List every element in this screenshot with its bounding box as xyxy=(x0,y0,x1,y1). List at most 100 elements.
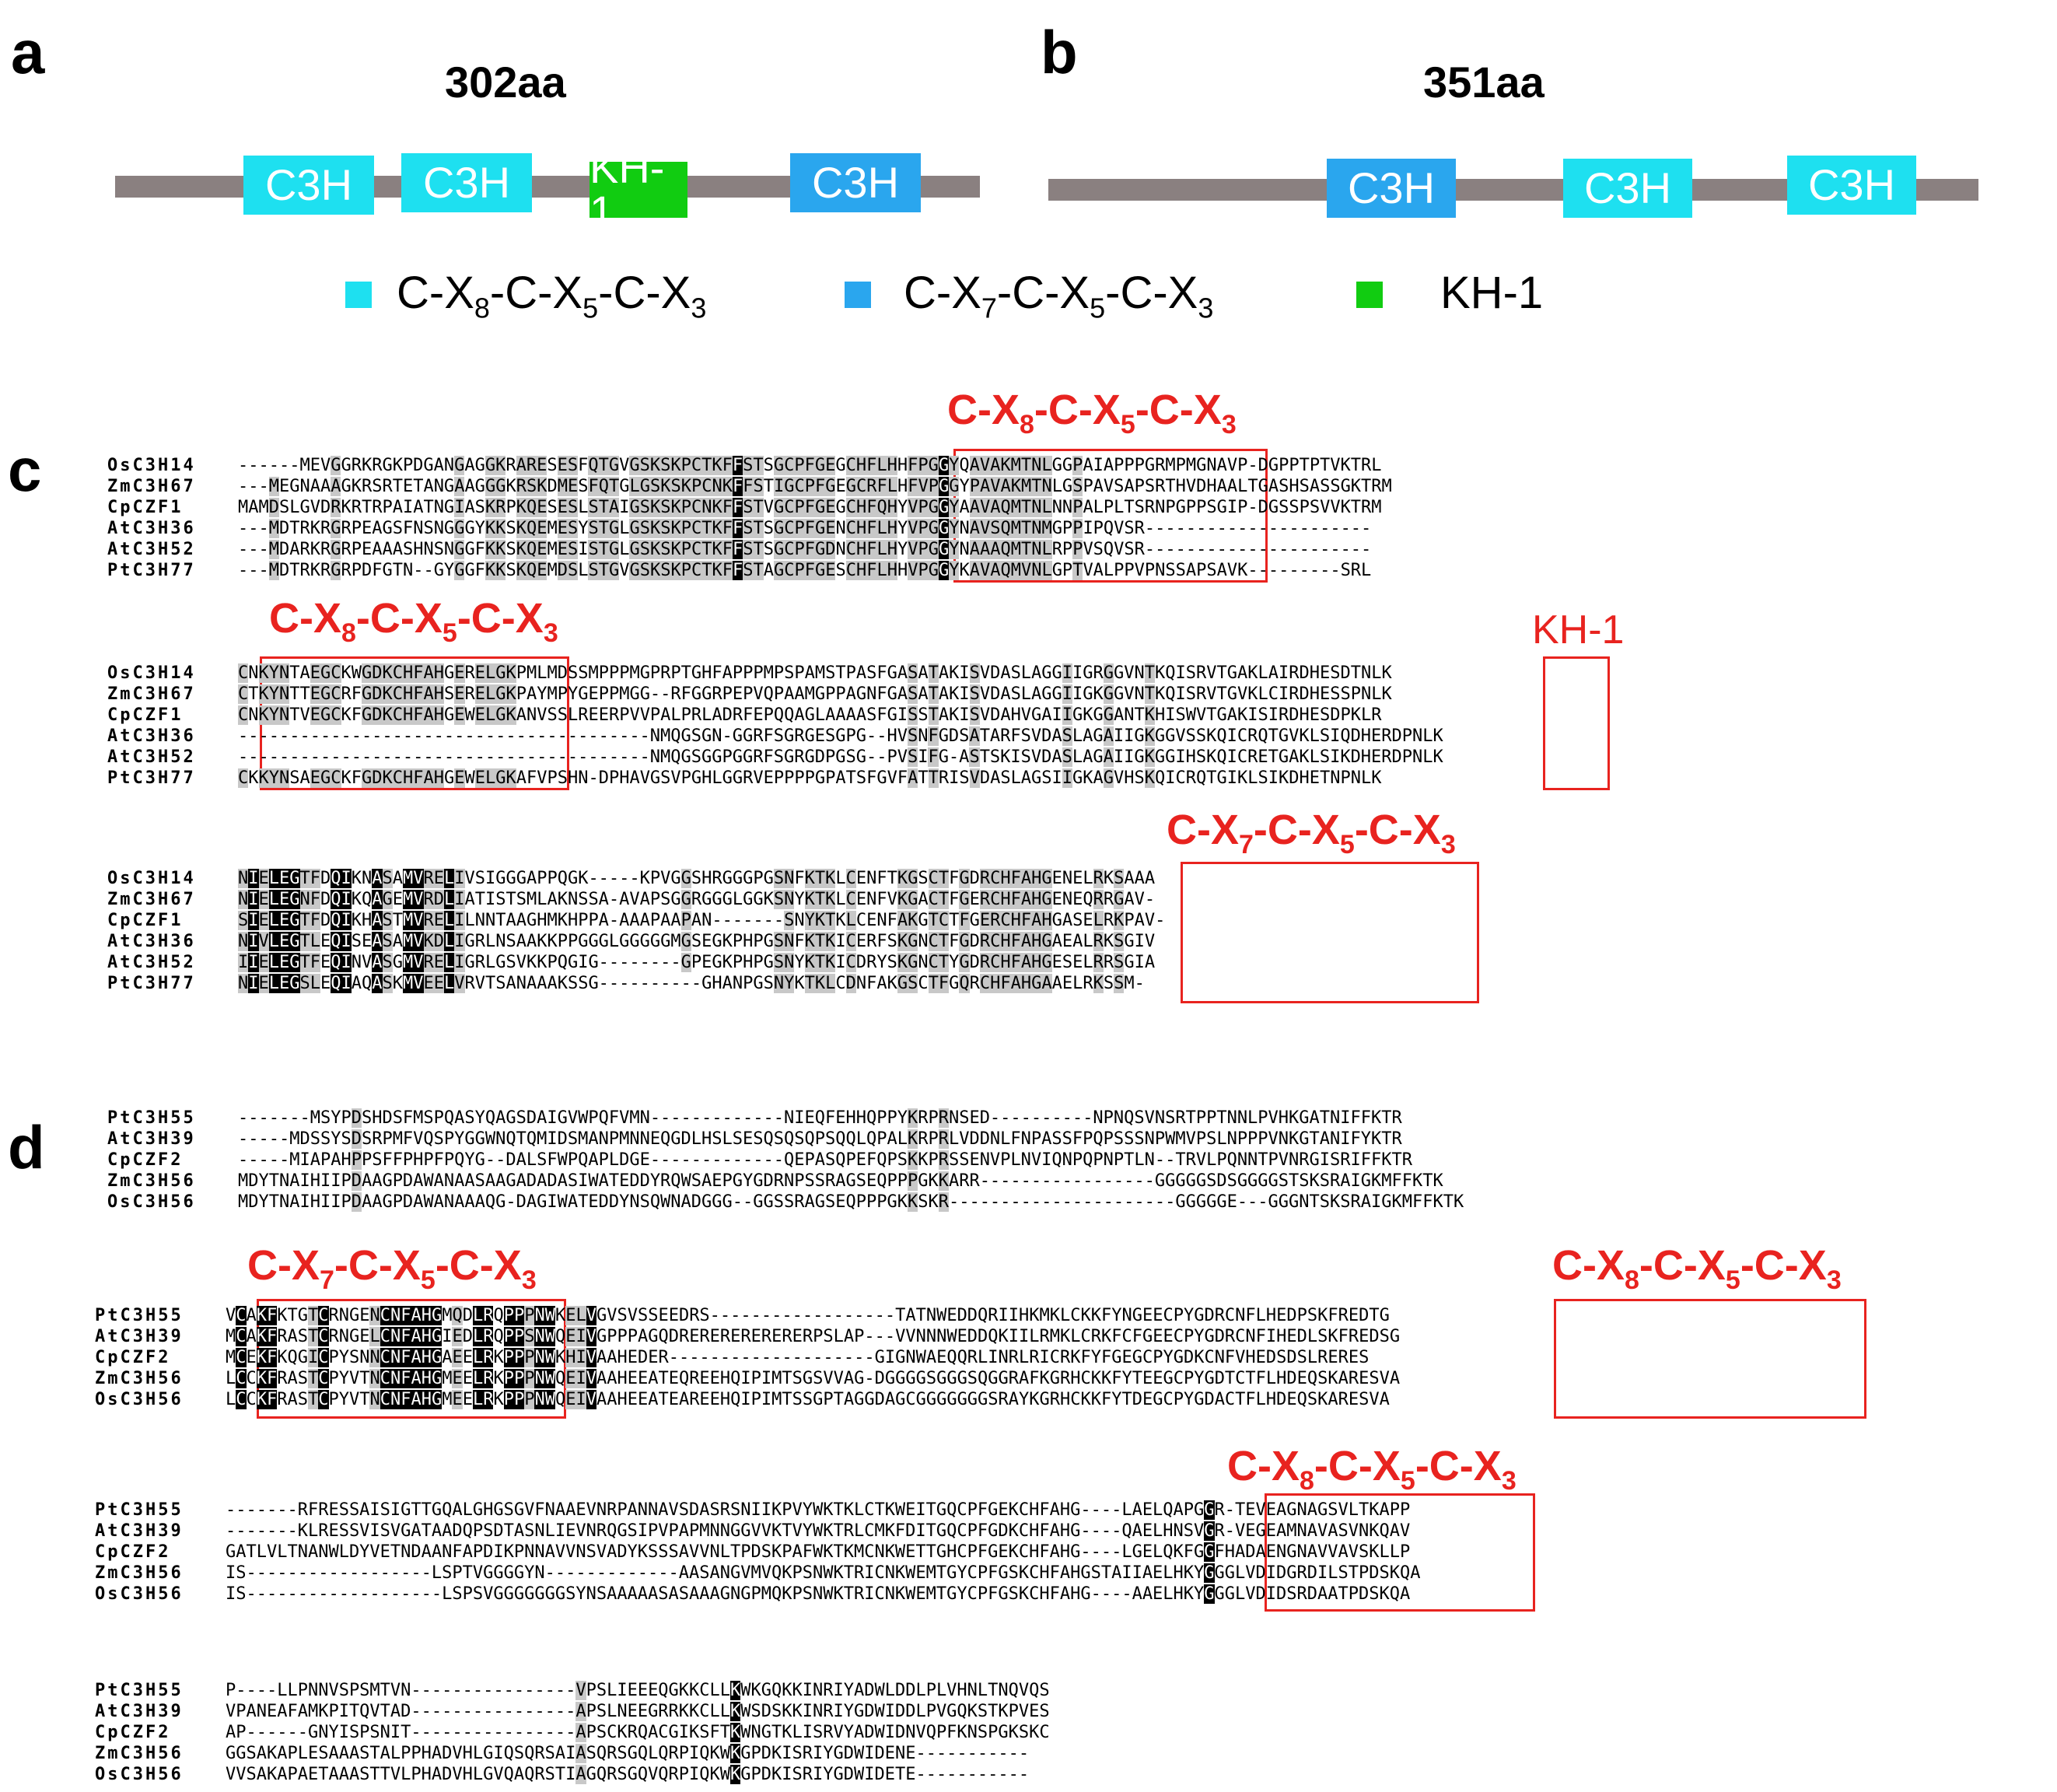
sequence-residues: -------MSYPDSHDSFMSPQASYQAGSDAIGVWPQFVMN… xyxy=(238,1108,1402,1128)
panel-label-c: c xyxy=(8,436,42,504)
alignment-row: OsC3H56 LCCKFRASTCPYVTNCNFAHGMEELRKPPPNWQ… xyxy=(95,1389,1400,1410)
sequence-residues: VCAKFKTGTCRNGENCNFAHGMQDLRQPPPNWKELVGVSV… xyxy=(226,1306,1390,1325)
sequence-name: AtC3H52 xyxy=(107,747,196,767)
sequence-name: CpCZF2 xyxy=(107,1150,184,1170)
sequence-residues: NIELEGTFDQIKNASAMVRELIVSIGGGAPPQGK-----K… xyxy=(238,869,1156,888)
panel-label-a: a xyxy=(11,18,45,86)
sequence-residues: MCEKFKQGICPYSNNCNFAHGAEELRKPPPNWKHIVAAHE… xyxy=(226,1348,1370,1367)
sequence-residues: IS------------------LSPTVGGGGYN---------… xyxy=(226,1563,1421,1583)
sequence-name: AtC3H36 xyxy=(107,932,196,951)
sequence-name: ZmC3H67 xyxy=(107,477,196,496)
alignment-row: ZmC3H67 NIELEGNFDQIKQAGEMVRDLIATISTSMLAKN… xyxy=(107,889,1165,910)
sequence-residues: LCCKFRASTCPYVTNCNFAHGMEELRKPPPNWQEIVAAHE… xyxy=(226,1369,1401,1388)
alignment-row: AtC3H39-------KLRESSVISVGATAADQPSDTASNLI… xyxy=(95,1521,1420,1542)
alignment-row: PtC3H55-------RFRESSAISIGTTGQALGHGSGVFNA… xyxy=(95,1500,1420,1521)
sequence-residues: LCCKFRASTCPYVTNCNFAHGMEELRKPPPNWQEIVAAHE… xyxy=(226,1390,1390,1409)
legend-swatch-cx8 xyxy=(345,282,372,308)
sequence-residues: VVSAKAPAETAAASTTVLPHADVHLGVQAQRSTIAGQRSG… xyxy=(226,1765,1030,1784)
sequence-name: PtC3H55 xyxy=(95,1500,184,1520)
alignment-row: CpCZF1 SIELEGTFDQIKHASTMVRELILNNTAAGHMKHP… xyxy=(107,910,1165,931)
alignment-row: AtC3H52---------------------------------… xyxy=(107,747,1443,768)
legend-swatch-kh1 xyxy=(1356,282,1383,308)
panel-c-kh1-box xyxy=(1543,656,1610,790)
sequence-name: OsC3H56 xyxy=(95,1765,184,1784)
sequence-name: OsC3H56 xyxy=(95,1584,184,1604)
sequence-name: AtC3H39 xyxy=(95,1702,184,1721)
alignment-row: CpCZF2 -----MIAPAHPPSFFPHPFPQYG--DALSFWPQ… xyxy=(107,1150,1464,1171)
sequence-name: AtC3H36 xyxy=(107,726,196,746)
panel-d-alignment-block-3: PtC3H55-------RFRESSAISIGTTGQALGHGSGVFNA… xyxy=(95,1500,1420,1605)
alignment-row: AtC3H52 IIELEGTFEQINVASGMVRELIGRLGSVKKPQG… xyxy=(107,952,1165,973)
sequence-name: CpCZF2 xyxy=(95,1348,171,1367)
sequence-residues: ---MDTRKRGRPDFGTN--GYGGFKKSKQEMDSLSTGVGS… xyxy=(238,561,1372,580)
legend-label-cx7: C-X7-C-X5-C-X3 xyxy=(904,268,1214,324)
sequence-name: OsC3H56 xyxy=(107,1192,196,1212)
sequence-name: PtC3H55 xyxy=(107,1108,196,1128)
alignment-row: AtC3H39-----MDSSYSDSRPMFVQSPYGGWNQTQMIDS… xyxy=(107,1129,1464,1150)
sequence-residues: AP------GNYISPSNIT----------------APSCKR… xyxy=(226,1723,1050,1742)
panel-a-kh1-domain: KH-1 xyxy=(589,146,687,233)
sequence-residues: NIVLEGTLEQISEASAMVKDLIGRLNSAAKKPPGGGLGGG… xyxy=(238,932,1156,951)
sequence-residues: CKKYNSAEGCKFGDKCHFAHGEWELGKAFVPSHN-DPHAV… xyxy=(238,768,1382,788)
alignment-row: AtC3H52 ---MDARKRGRPEAAASHNSNGGFKKSKQEMES… xyxy=(107,539,1392,560)
sequence-residues: -----MIAPAHPPSFFPHPFPQYG--DALSFWPQAPLDGE… xyxy=(238,1150,1412,1170)
sequence-residues: MAMDSLGVDRKRTRPAIATNGIASKRPKQESESLSTAIGS… xyxy=(238,498,1382,517)
alignment-row: AtC3H36---MDTRKRGRPEAGSFNSNGGGYKKSKQEMES… xyxy=(107,518,1392,539)
panel-c-motif-label-3: C-X7-C-X5-C-X3 xyxy=(1167,807,1456,859)
sequence-residues: ---MDTRKRGRPEAGSFNSNGGGYKKSKQEMESYSTGLGS… xyxy=(238,519,1372,538)
sequence-name: OsC3H14 xyxy=(107,663,196,683)
sequence-name: CpCZF1 xyxy=(107,911,184,930)
legend-label-kh1: KH-1 xyxy=(1440,268,1544,318)
panel-a-length: 302aa xyxy=(445,58,566,107)
alignment-row: CpCZF2 MCEKFKQGICPYSNNCNFAHGAEELRKPPPNWKH… xyxy=(95,1347,1400,1368)
sequence-residues: ----------------------------------------… xyxy=(238,726,1443,746)
sequence-residues: ---MDARKRGRPEAAASHNSNGGFKKSKQEMESISTGLGS… xyxy=(238,540,1372,559)
sequence-name: ZmC3H67 xyxy=(107,890,196,909)
alignment-row: AtC3H36 NIVLEGTLEQISEASAMVKDLIGRLNSAAKKPP… xyxy=(107,931,1165,952)
legend-label-cx8: C-X8-C-X5-C-X3 xyxy=(397,268,707,324)
sequence-residues: NIELEGSLEQIAQASKMVEELVRVTSANAAAKSSG-----… xyxy=(238,974,1145,993)
alignment-row: OsC3H14------MEVGGRKRGKPDGANGAGGKRARESES… xyxy=(107,455,1392,476)
sequence-name: CpCZF2 xyxy=(95,1542,171,1562)
sequence-residues: ---MEGNAAAGKRSRTETANGAAGGGKRSKDMESFQTGLG… xyxy=(238,477,1392,496)
sequence-name: AtC3H39 xyxy=(95,1521,184,1541)
alignment-row: OsC3H14 CNKYNTAEGCKWGDKCHFAHGERELGKPMLMDS… xyxy=(107,663,1443,684)
sequence-name: AtC3H52 xyxy=(107,540,196,559)
panel-c-motif-box-3 xyxy=(1181,862,1479,1003)
sequence-residues: GATLVLTNANWLDYVETNDAANFAPDIKPNNAVVNSVADY… xyxy=(226,1542,1411,1562)
alignment-row: PtC3H55 -------MSYPDSHDSFMSPQASYQAGSDAIGV… xyxy=(107,1108,1464,1129)
panel-c-alignment-block-1: OsC3H14------MEVGGRKRGKPDGANGAGGKRARESES… xyxy=(107,455,1392,581)
sequence-residues: IIELEGTFEQINVASGMVRELIGRLGSVKKPQGIG-----… xyxy=(238,953,1156,972)
sequence-residues: SIELEGTFDQIKHASTMVRELILNNTAAGHMKHPPA-AAA… xyxy=(238,911,1166,930)
panel-a-c3h-domain-1: C3H xyxy=(243,156,374,215)
sequence-residues: NIELEGNFDQIKQAGEMVRDLIATISTSMLAKNSSA-AVA… xyxy=(238,890,1156,909)
panel-d-motif-box-3 xyxy=(1265,1493,1535,1612)
sequence-name: AtC3H52 xyxy=(107,953,196,972)
panel-d-motif-label-3: C-X8-C-X5-C-X3 xyxy=(1227,1443,1517,1496)
panel-d-motif-label-2: C-X8-C-X5-C-X3 xyxy=(1552,1242,1842,1295)
sequence-residues: VPANEAFAMKPITQVTAD----------------APSLNE… xyxy=(226,1702,1050,1721)
sequence-name: PtC3H77 xyxy=(107,974,196,993)
alignment-row: PtC3H77 NIELEGSLEQIAQASKMVEELVRVTSANAAAKS… xyxy=(107,973,1165,994)
panel-b-length: 351aa xyxy=(1423,58,1544,107)
sequence-name: OsC3H56 xyxy=(95,1390,184,1409)
panel-b-c3h-domain-2: C3H xyxy=(1563,159,1692,218)
legend-swatch-cx7 xyxy=(845,282,871,308)
sequence-residues: CNKYNTAEGCKWGDKCHFAHGERELGKPMLMDSSMPPPMG… xyxy=(238,663,1392,683)
alignment-row: ZmC3H67 ---MEGNAAAGKRSRTETANGAAGGGKRSKDME… xyxy=(107,476,1392,497)
sequence-residues: MCAKFRASTCRNGELCNFAHGIEDLRQPPSNWQEIVGPPP… xyxy=(226,1327,1401,1346)
alignment-row: OsC3H56 VVSAKAPAETAAASTTVLPHADVHLGVQAQRST… xyxy=(95,1764,1050,1785)
